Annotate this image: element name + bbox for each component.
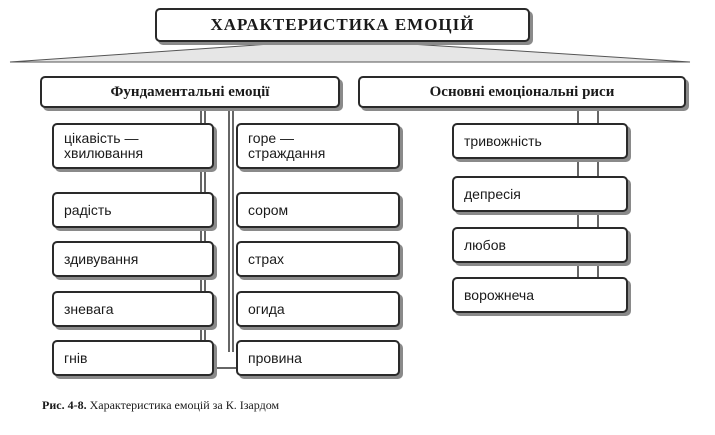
emotion-box: цікавість — хвилювання [52, 123, 214, 169]
diagram-title: ХАРАКТЕРИСТИКА ЕМОЦІЙ [210, 15, 475, 34]
trait-box: любов [452, 227, 628, 263]
emotion-box: радість [52, 192, 214, 228]
emotion-label: огида [248, 300, 285, 317]
trait-box: ворожнеча [452, 277, 628, 313]
trait-box: депресія [452, 176, 628, 212]
fundamental-emotions-header: Фундаментальні емоції [40, 76, 340, 108]
figure-caption: Рис. 4-8. Характеристика емоцій за К. Із… [42, 398, 279, 413]
emotional-traits-title: Основні емоціональні риси [429, 83, 615, 100]
emotion-label: гнів [64, 349, 88, 366]
fundamental-emotions-title: Фундаментальні емоції [110, 83, 270, 100]
title-fan [9, 41, 691, 63]
emotion-box: зневага [52, 291, 214, 327]
emotion-label: зневага [64, 300, 114, 317]
emotion-label: сором [248, 201, 289, 218]
emotion-box: здивування [52, 241, 214, 277]
trait-label: любов [464, 236, 506, 253]
emotion-box: горе — страждання [236, 123, 400, 169]
trait-label: ворожнеча [464, 286, 534, 303]
trait-label: тривожність [464, 132, 542, 149]
emotion-box: гнів [52, 340, 214, 376]
emotion-label: горе — страждання [248, 130, 326, 161]
diagram-title-box: ХАРАКТЕРИСТИКА ЕМОЦІЙ [155, 8, 530, 42]
emotion-box: страх [236, 241, 400, 277]
emotion-box: сором [236, 192, 400, 228]
emotion-box: провина [236, 340, 400, 376]
emotion-label: здивування [64, 250, 139, 267]
emotion-label: страх [248, 250, 284, 267]
emotion-box: огида [236, 291, 400, 327]
trait-box: тривожність [452, 123, 628, 159]
emotion-label: цікавість — хвилювання [64, 130, 144, 161]
emotion-label: радість [64, 201, 112, 218]
figure-number: Рис. 4-8. [42, 398, 87, 412]
figure-caption-text: Характеристика емоцій за К. Ізардом [89, 398, 280, 412]
emotional-traits-header: Основні емоціональні риси [358, 76, 686, 108]
trait-label: депресія [464, 185, 521, 202]
emotion-label: провина [248, 349, 302, 366]
